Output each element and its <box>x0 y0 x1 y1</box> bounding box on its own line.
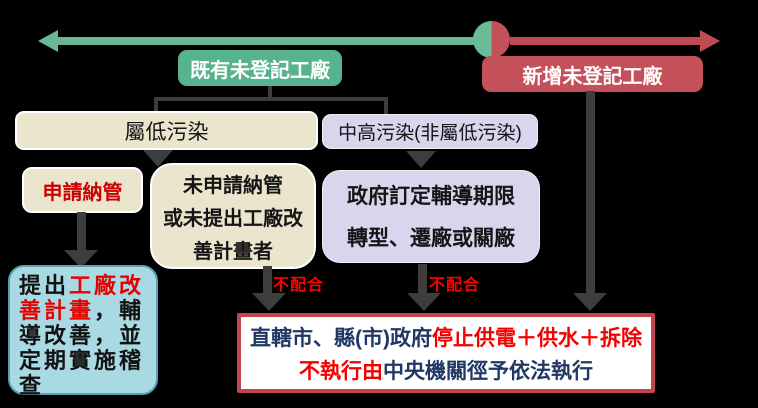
low-pollution-box: 屬低污染 <box>15 111 318 150</box>
no-apply-line2: 或未提出工廠改 <box>163 208 303 230</box>
no-apply-line1: 未申請納管 <box>183 175 283 197</box>
mid-high-pollution-box: 中高污染(非屬低污染) <box>322 114 538 149</box>
penalty-line2: 不執行由中央機關徑予依法執行 <box>241 355 651 388</box>
connector-left-drop <box>154 99 158 113</box>
apply-management-box: 申請納管 <box>22 167 143 213</box>
improvement-seg2: 工廠改善計畫 <box>19 273 145 323</box>
noncompliance-left-arrow-shaft <box>263 266 272 294</box>
down-triangle-icon <box>406 151 436 168</box>
noncompliance-left-label: 不配合 <box>273 277 325 294</box>
connector-bar <box>154 97 388 101</box>
improvement-plan-box: 提出工廠改善計畫，輔導改善，並定期實施稽查 <box>8 265 158 398</box>
govt-guidance-line2: 轉型、遷廠或關廠 <box>347 227 515 250</box>
down-triangle-icon <box>143 150 173 167</box>
timeline-split-circle-icon <box>473 21 510 58</box>
penalty-line1-authority: 直轄市、縣(市)政府 <box>250 327 432 350</box>
apply-management-label: 申請納管 <box>42 181 123 204</box>
noncompliance-right-arrow-head-icon <box>407 293 441 311</box>
noncompliance-right-label: 不配合 <box>429 277 481 294</box>
arrow-head-icon <box>64 250 98 268</box>
connector-right-drop <box>384 99 388 116</box>
timeline-green-line <box>56 37 476 45</box>
low-pollution-label: 屬低污染 <box>124 120 209 144</box>
timeline-left-arrow-icon <box>38 30 58 52</box>
improvement-seg3: ，輔導改善，並定期實施稽查 <box>19 298 145 398</box>
new-unregistered-factory-label: 新增未登記工廠 <box>522 65 663 88</box>
govt-guidance-line1: 政府訂定輔導期限 <box>347 185 515 208</box>
govt-guidance-box: 政府訂定輔導期限 轉型、遷廠或關廠 <box>322 170 540 263</box>
penalty-box: 直轄市、縣(市)政府停止供電＋供水＋拆除 不執行由中央機關徑予依法執行 <box>237 313 655 393</box>
new-unregistered-factory-box: 新增未登記工廠 <box>482 56 703 92</box>
new-factory-arrow-shaft <box>586 91 595 293</box>
noncompliance-right-arrow-shaft <box>418 264 427 294</box>
timeline-right-arrow-icon <box>700 30 720 52</box>
no-apply-box: 未申請納管 或未提出工廠改 善計畫者 <box>150 163 316 269</box>
new-factory-arrow-head-icon <box>573 293 607 311</box>
penalty-line1-actions: 停止供電＋供水＋拆除 <box>432 327 642 350</box>
arrow-shaft <box>77 212 86 252</box>
penalty-line1: 直轄市、縣(市)政府停止供電＋供水＋拆除 <box>241 322 651 355</box>
mid-high-pollution-label: 中高污染(非屬低污染) <box>338 123 522 144</box>
penalty-line2-central: 中央機關徑予依法執行 <box>383 360 593 383</box>
noncompliance-left-arrow-head-icon <box>252 293 286 311</box>
timeline-red-line <box>510 37 701 45</box>
existing-unregistered-factory-label: 既有未登記工廠 <box>190 59 330 82</box>
existing-unregistered-factory-box: 既有未登記工廠 <box>178 50 342 86</box>
penalty-line2-condition: 不執行由 <box>299 360 383 383</box>
improvement-seg1: 提出 <box>19 273 70 298</box>
no-apply-line3: 善計畫者 <box>193 241 273 263</box>
connector-stem <box>268 86 272 100</box>
